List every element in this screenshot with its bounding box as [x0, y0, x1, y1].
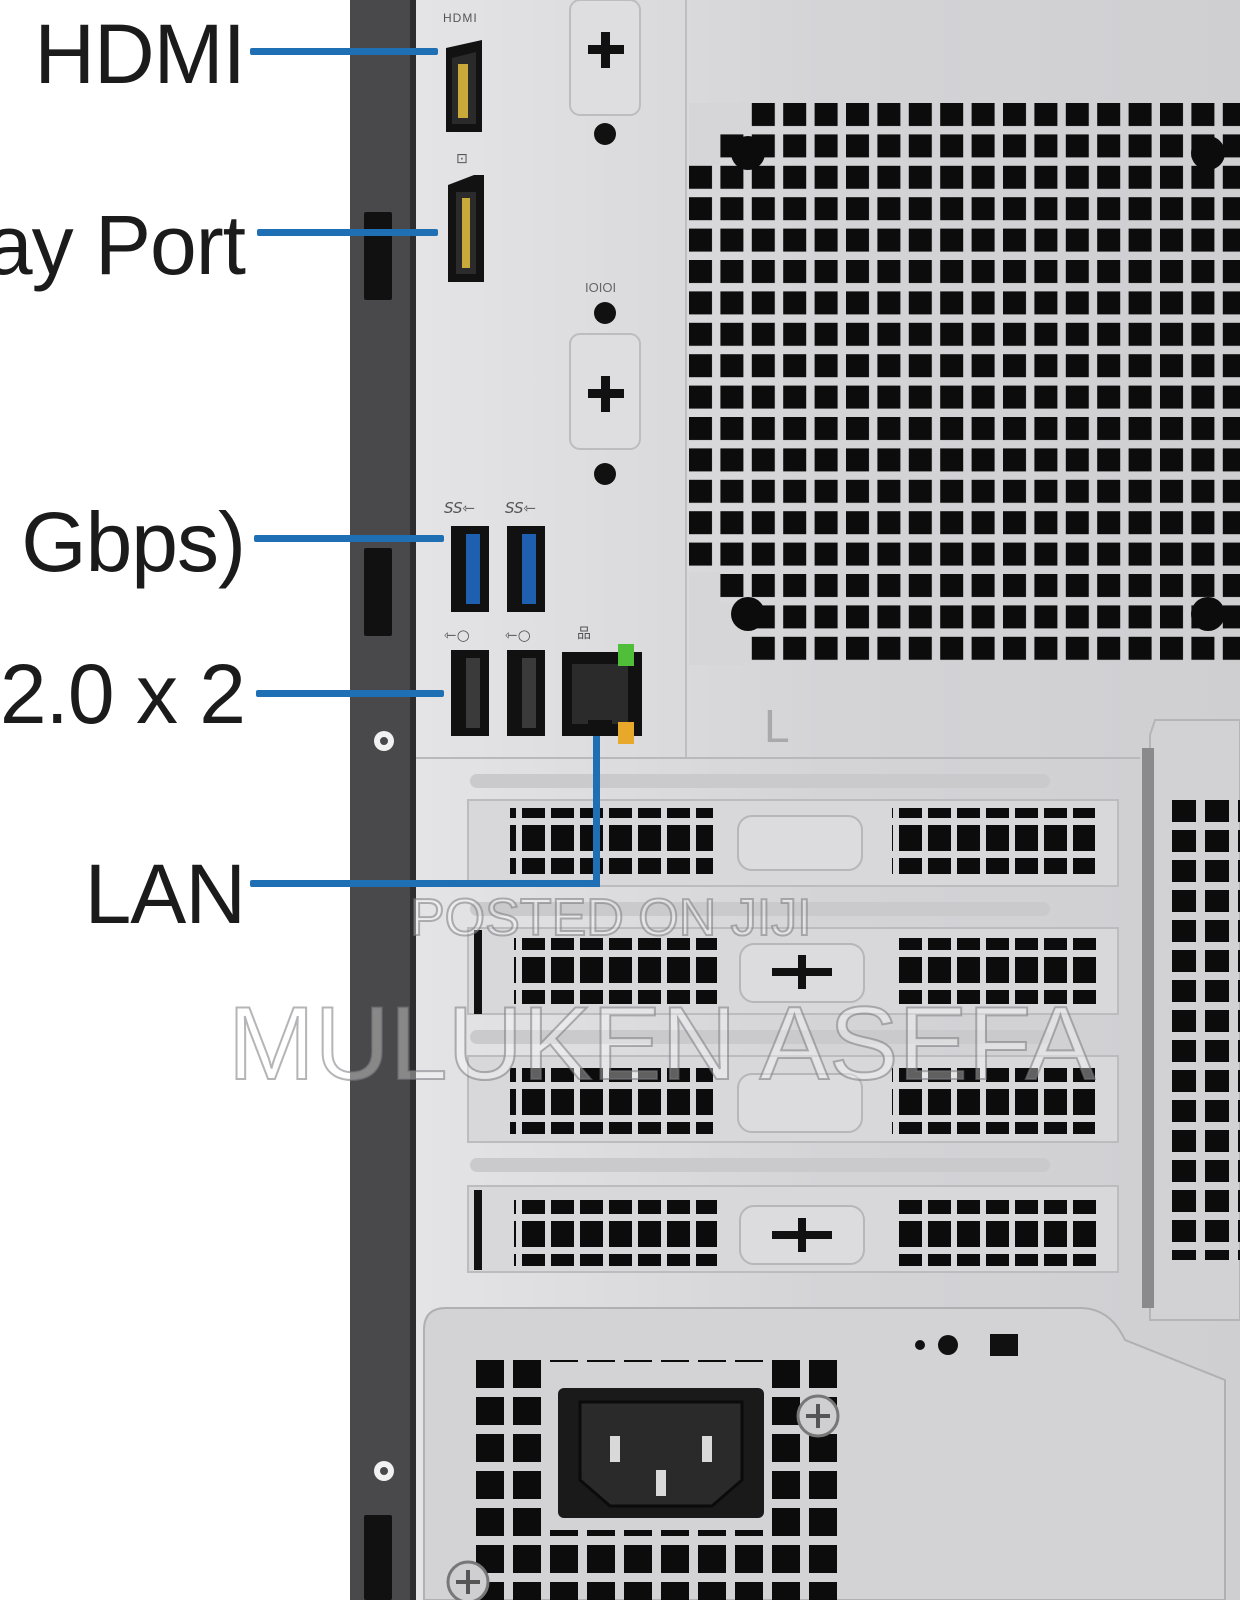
- svg-text:SS⇽: SS⇽: [505, 499, 536, 517]
- usb2-ports: ⇽○ ⇽○: [444, 626, 545, 736]
- lan-leader-line-vertical: [593, 736, 600, 887]
- knockout-cover-top: [569, 0, 641, 145]
- slot-mark-l: L: [764, 700, 790, 752]
- svg-text:⇽○: ⇽○: [505, 626, 531, 644]
- usb2-label: 2.0 x 2: [0, 647, 246, 741]
- svg-text:⇽○: ⇽○: [444, 626, 470, 644]
- watermark-line-1: POSTED ON JIJI: [409, 888, 813, 948]
- lan-port: 品: [562, 626, 642, 744]
- power-supply: [423, 1307, 1226, 1600]
- displayport-port: [448, 175, 484, 282]
- usb3-label: Gbps): [21, 495, 246, 589]
- hdmi-marking: HDMI: [443, 11, 478, 25]
- side-vent-strip: [1142, 719, 1240, 1321]
- svg-text:品: 品: [577, 626, 591, 642]
- knockout-cover-mid: [569, 333, 641, 450]
- hdmi-leader-line: [250, 48, 438, 55]
- svg-text:SS⇽: SS⇽: [444, 499, 475, 517]
- svg-text:⊡: ⊡: [456, 151, 468, 167]
- fan-grille: [689, 103, 1240, 665]
- hdmi-label: HDMI: [34, 7, 246, 101]
- usb3-ports: SS⇽ SS⇽: [444, 499, 545, 612]
- serial-marking: IOIOI: [585, 280, 616, 295]
- expansion-slots: [467, 774, 1119, 1273]
- displayport-label: ay Port: [0, 198, 246, 292]
- watermark-line-2: MULUKEN ASEFA: [227, 985, 1096, 1103]
- displayport-leader-line: [257, 229, 438, 236]
- lan-leader-line: [250, 880, 600, 887]
- usb2-leader-line: [256, 690, 444, 697]
- lan-label: LAN: [84, 847, 246, 941]
- hdmi-port: [446, 40, 482, 132]
- usb3-leader-line: [254, 535, 444, 542]
